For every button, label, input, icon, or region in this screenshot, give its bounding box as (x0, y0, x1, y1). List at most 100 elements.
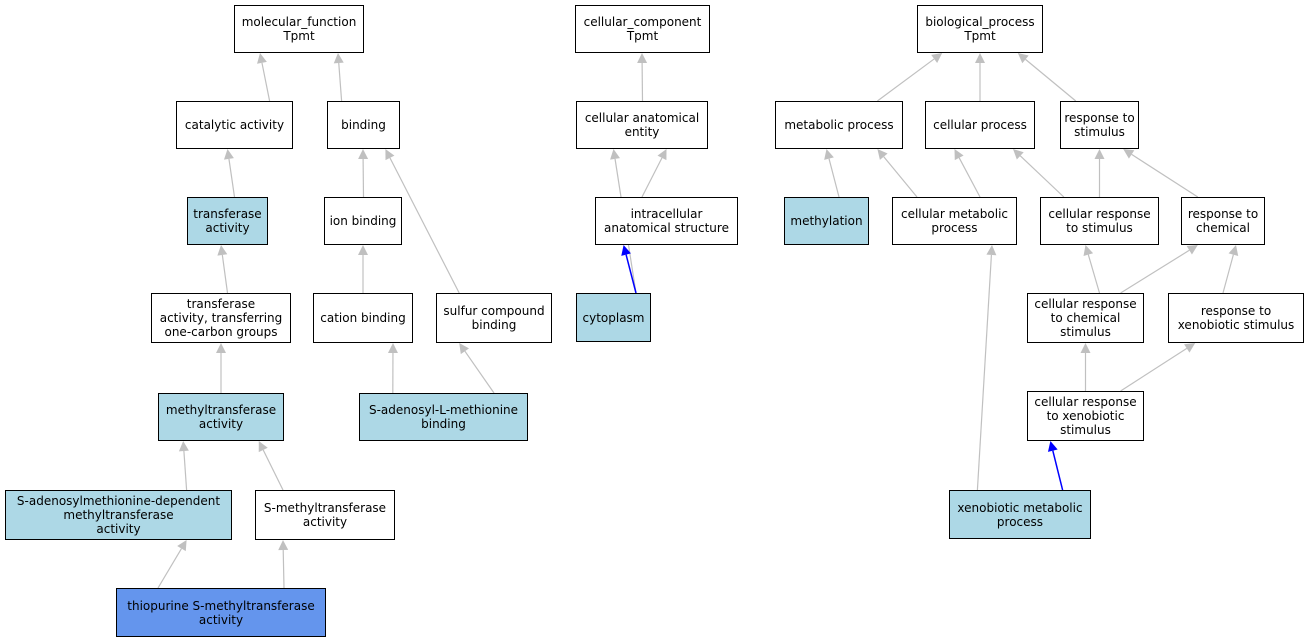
edge-line (883, 156, 918, 198)
edge-arrowhead (1080, 343, 1091, 353)
node-ion-binding[interactable]: ion binding (324, 197, 402, 245)
edge-line (157, 548, 182, 589)
edge-arrowhead (358, 245, 368, 255)
edge-arrowhead (1017, 53, 1029, 64)
edge-line (221, 254, 229, 294)
node-catalytic-activity[interactable]: catalytic activity (176, 101, 293, 149)
edge-cellular_response_to_xenobiotic-to-cellular_response_to_chemical (1080, 343, 1091, 391)
edge-line (641, 157, 663, 198)
edge-line (183, 450, 188, 491)
node-transferase-one-carbon[interactable]: transferase activity, transferring one-c… (151, 293, 291, 343)
node-methylation[interactable]: methylation (784, 197, 869, 245)
edge-line (828, 158, 840, 198)
edge-arrowhead (217, 245, 228, 256)
edge-cellular_response_to_xenobiotic-to-response_to_xenobiotic (1120, 343, 1196, 392)
edge-sam_binding-to-sulfur_compound_binding (459, 343, 495, 394)
edge-intracellular_structure-to-cellular_anatomical_entity (641, 149, 667, 198)
node-cellular-anatomical-entity[interactable]: cellular anatomical entity (576, 101, 708, 149)
edge-thiopurine_mt-to-s_methyltransferase (278, 540, 289, 589)
edge-methyltransferase-to-transferase_one_carbon (216, 343, 226, 393)
edge-xenobiotic_metabolic_process-to-cellular_metabolic_process (976, 245, 997, 491)
edge-arrowhead (610, 149, 620, 160)
edge-arrowhead (1047, 441, 1058, 452)
edge-methylation-to-metabolic_process (824, 149, 840, 198)
node-s-methyltransferase[interactable]: S-methyltransferase activity (255, 490, 395, 540)
edge-line (1131, 153, 1199, 198)
edge-arrowhead (178, 441, 189, 452)
edge-transferase_one_carbon-to-transferase (217, 245, 229, 294)
node-cellular-response-to-chemical[interactable]: cellular response to chemical stimulus (1027, 293, 1144, 343)
edge-arrowhead (1186, 245, 1198, 255)
edge-line (261, 62, 271, 102)
edge-line (625, 254, 637, 294)
edge-line (1052, 450, 1064, 491)
edge-line (1087, 254, 1101, 294)
node-cation-binding[interactable]: cation binding (313, 293, 413, 343)
node-sulfur-compound-binding[interactable]: sulfur compound binding (436, 293, 552, 343)
edge-line (464, 350, 495, 394)
edge-line (976, 254, 993, 491)
edge-arrowhead (216, 343, 226, 353)
edge-cellular_metabolic_process-to-cellular_process (954, 149, 981, 198)
node-response-to-stimulus[interactable]: response to stimulus (1060, 101, 1139, 149)
edge-arrowhead (385, 149, 395, 161)
edge-cellular_response_to_chemical-to-cellular_response_to_stimulus (1083, 245, 1101, 294)
edge-arrowhead (258, 441, 268, 453)
edge-arrowhead (257, 53, 267, 64)
node-cytoplasm[interactable]: cytoplasm (576, 293, 651, 342)
node-sam-binding[interactable]: S-adenosyl-L-methionine binding (359, 393, 528, 441)
edge-cellular_response_to_chemical-to-response_to_chemical (1120, 245, 1198, 294)
edge-arrowhead (975, 53, 985, 63)
edge-arrowhead (177, 540, 187, 552)
edge-cation_binding-to-ion_binding (358, 245, 368, 293)
node-cellular-process[interactable]: cellular process (925, 101, 1035, 149)
edge-line (338, 62, 343, 102)
edge-response_to_xenobiotic-to-response_to_chemical (1222, 245, 1239, 294)
edge-transferase-to-catalytic (223, 149, 236, 198)
node-metabolic-process[interactable]: metabolic process (775, 101, 903, 149)
node-response-to-chemical[interactable]: response to chemical (1181, 197, 1265, 245)
node-intracellular-anatomical-structure[interactable]: intracellular anatomical structure (595, 197, 738, 245)
edge-line (228, 158, 236, 198)
edge-response_to_stimulus-to-bp (1017, 53, 1077, 102)
edge-arrowhead (1228, 245, 1239, 256)
edge-metabolic_process-to-bp (877, 53, 943, 102)
edge-response_to_chemical-to-response_to_stimulus (1123, 149, 1199, 198)
edge-ion_binding-to-binding (358, 149, 369, 198)
edge-arrowhead (278, 540, 289, 551)
node-cellular-response-to-xenobiotic[interactable]: cellular response to xenobiotic stimulus (1027, 391, 1144, 441)
node-thiopurine-s-methyltransferase[interactable]: thiopurine S-methyltransferase activity (116, 588, 326, 637)
node-biological-process[interactable]: biological_process Tpmt (917, 5, 1043, 53)
node-response-to-xenobiotic[interactable]: response to xenobiotic stimulus (1168, 293, 1304, 343)
edge-arrowhead (657, 149, 667, 161)
node-binding[interactable]: binding (327, 101, 400, 149)
edge-arrowhead (1083, 245, 1094, 256)
edge-line (1019, 155, 1065, 198)
edge-line (877, 58, 935, 102)
edge-arrowhead (621, 245, 631, 256)
node-transferase-activity[interactable]: transferase activity (187, 197, 268, 245)
edge-sam_binding-to-cation_binding (387, 343, 398, 394)
edge-sam_dependent_mt-to-methyltransferase (178, 441, 189, 491)
edge-arrowhead (1184, 343, 1196, 353)
edge-sulfur_compound_binding-to-binding (385, 149, 460, 294)
node-cellular-component[interactable]: cellular_component Tpmt (575, 5, 710, 53)
edge-line (1222, 254, 1234, 294)
edge-binding-to-mf (333, 53, 344, 102)
node-methyltransferase-activity[interactable]: methyltransferase activity (158, 393, 284, 441)
node-xenobiotic-metabolic-process[interactable]: xenobiotic metabolic process (949, 490, 1091, 539)
edge-xenobiotic_metabolic_process-to-cellular_response_to_xenobiotic (1047, 441, 1064, 491)
edge-line (282, 549, 285, 589)
edge-arrowhead (1013, 149, 1024, 160)
edge-arrowhead (954, 149, 964, 161)
edge-arrowhead (459, 343, 470, 355)
edge-thiopurine_mt-to-sam_dependent_mt (157, 540, 187, 589)
node-cellular-response-to-stimulus[interactable]: cellular response to stimulus (1040, 197, 1159, 245)
node-sam-dependent-methyltransferase[interactable]: S-adenosylmethionine-dependent methyltra… (5, 490, 232, 540)
node-molecular-function[interactable]: molecular_function Tpmt (234, 5, 364, 53)
node-cellular-metabolic-process[interactable]: cellular metabolic process (892, 197, 1017, 245)
edge-arrowhead (223, 149, 234, 160)
edge-arrowhead (358, 149, 369, 160)
edge-line (1120, 347, 1188, 392)
